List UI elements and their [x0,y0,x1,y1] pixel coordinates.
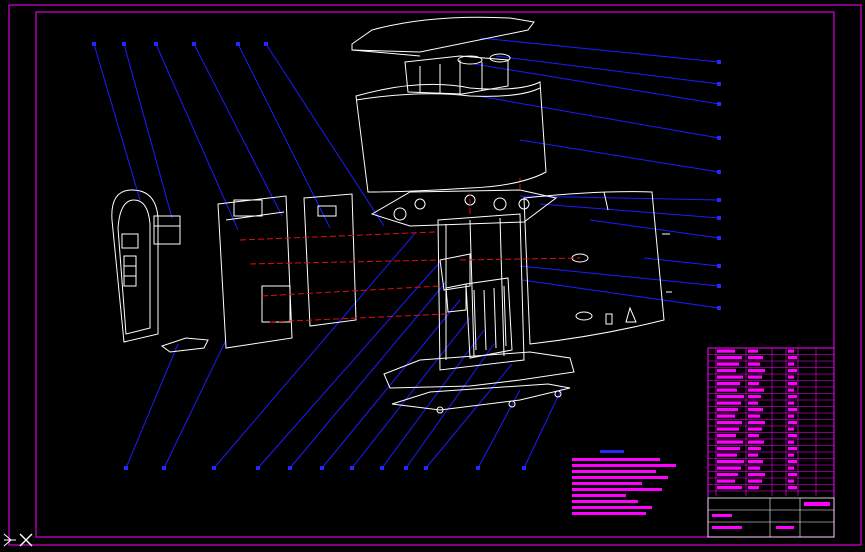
part-bottom-plate [391,383,571,411]
part-upper-housing [355,81,547,193]
part-core-frame [437,213,525,371]
drawing-border [8,4,862,546]
part-foot-pad [160,337,209,353]
part-upper-bracket [404,55,509,95]
hidden-lines [239,178,581,323]
part-left-board [217,195,293,349]
part-base [383,351,575,389]
callout-markers [92,42,721,470]
part-left-plate [303,193,357,327]
exploded-assembly [111,16,672,414]
part-right-panel [523,191,665,345]
part-middle-plate [370,189,558,227]
part-arch-shell [111,189,159,343]
part-top-lid [351,16,535,53]
technical-notes [572,450,676,515]
ucs-axis-icon [3,533,33,547]
title-block [707,347,835,538]
leader-lines [93,37,720,469]
